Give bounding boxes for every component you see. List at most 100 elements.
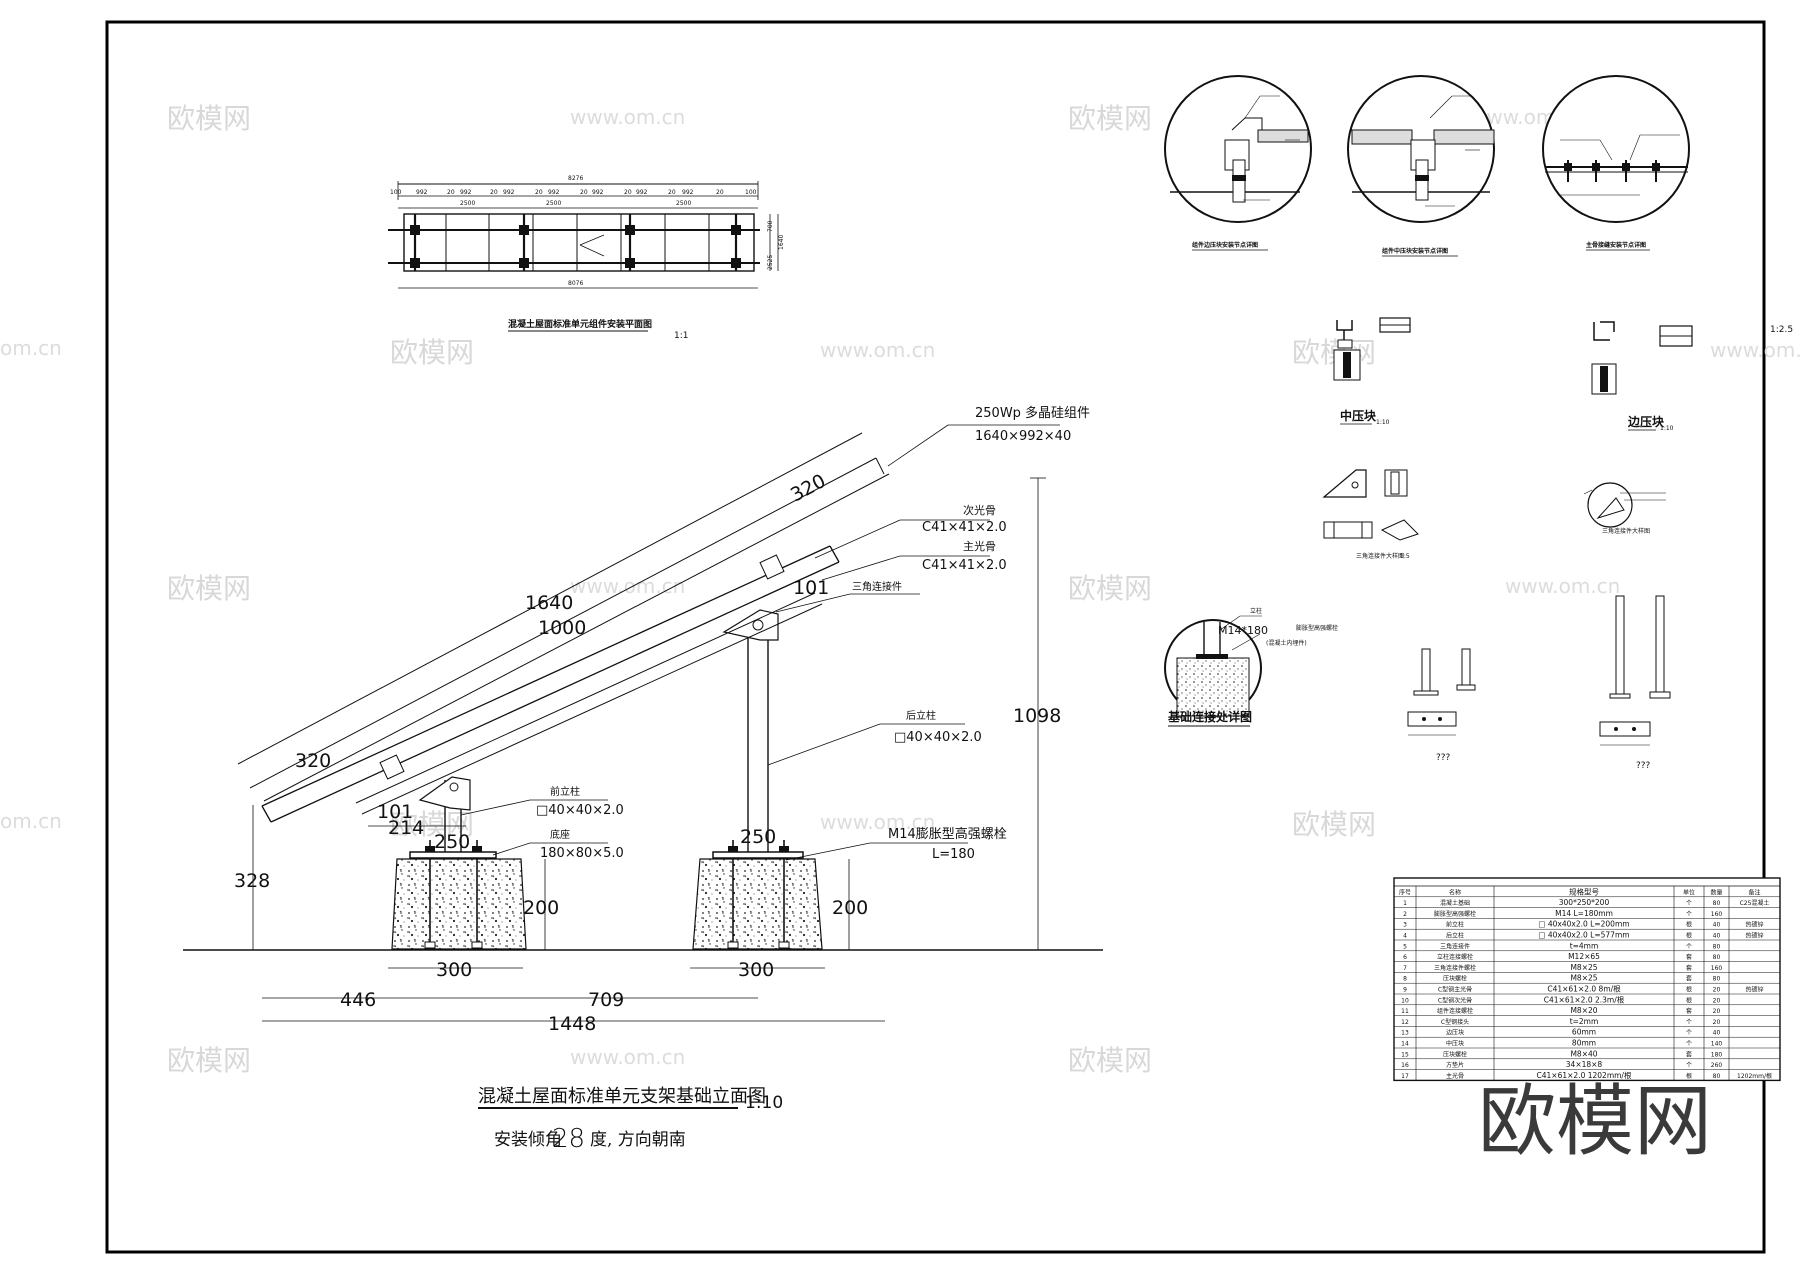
rear-post-caption: ??? xyxy=(1636,761,1651,771)
edge-clamp-scale: 1:10 xyxy=(1660,425,1674,432)
elevation-subtitle-prefix: 安装倾角 xyxy=(494,1130,562,1150)
plan-dim-edge: 100 xyxy=(390,189,402,196)
bom-cell: 140 xyxy=(1711,1041,1723,1048)
bom-cell: M14 L=180mm xyxy=(1555,909,1613,918)
watermark-site: www.om.cn xyxy=(570,105,685,129)
bom-cell: 个 xyxy=(1686,943,1692,950)
bom-cell: 4 xyxy=(1403,933,1407,940)
dim-101-top: 101 xyxy=(793,577,829,599)
bom-cell: 边压块 xyxy=(1446,1029,1464,1037)
plan-dim-span: 2500 xyxy=(676,200,691,207)
elevation-subtitle-suffix: 度, 方向朝南 xyxy=(590,1130,686,1150)
bom-cell: 三角连接件螺栓 xyxy=(1434,964,1476,972)
bom-cell: 根 xyxy=(1686,921,1692,929)
label-anchor-bolt-length: L=180 xyxy=(932,847,975,862)
bom-cell: 3 xyxy=(1403,922,1407,929)
foundation-note: (混凝土内埋件) xyxy=(1266,639,1307,647)
corner-brand-watermark: 欧模网 xyxy=(1478,1077,1712,1167)
label-rear-post-size: □40×40×2.0 xyxy=(894,730,982,745)
watermark-brand: 欧模网 xyxy=(1068,572,1152,605)
plan-dim-panel: 992 xyxy=(592,189,604,196)
bom-cell: 7 xyxy=(1403,965,1407,972)
dim-300-right: 300 xyxy=(738,959,774,981)
dim-1098: 1098 xyxy=(1013,705,1061,727)
mid-clamp-part: 中压块 1:10 xyxy=(1333,317,1411,426)
bom-cell: 中压块 xyxy=(1446,1040,1464,1048)
bom-header-cell: 备注 xyxy=(1748,888,1760,896)
detail-mid-clamp-title: 组件中压块安装节点详图 xyxy=(1382,247,1448,255)
bom-cell: 17 xyxy=(1401,1073,1409,1080)
bom-cell: t=2mm xyxy=(1570,1017,1599,1026)
plan-dim-gap: 20 xyxy=(716,189,724,196)
bom-cell: 6 xyxy=(1403,954,1407,961)
bom-header-cell: 规格型号 xyxy=(1569,886,1599,896)
bom-cell: C型钢主光骨 xyxy=(1438,986,1472,994)
plan-dim-edge: 100 xyxy=(745,189,757,196)
bom-cell: 40 xyxy=(1713,922,1721,929)
bom-cell: 个 xyxy=(1686,900,1692,907)
dim-320-top: 320 xyxy=(787,470,829,506)
watermark-site: www.om.cn xyxy=(1505,574,1620,598)
watermark-brand: 欧模网 xyxy=(167,572,251,605)
foundation-bolt-note: 膨胀型高强螺栓 xyxy=(1296,624,1338,632)
foundation-post-label: 立柱 xyxy=(1250,607,1262,615)
bom-cell: 80 xyxy=(1713,1073,1721,1080)
plan-dim-gap: 20 xyxy=(624,189,632,196)
bom-cell: 热镀锌 xyxy=(1745,932,1763,940)
bom-cell: 个 xyxy=(1686,1030,1692,1037)
watermark-site: www.om.cn xyxy=(570,574,685,598)
watermark-brand: 欧模网 xyxy=(1068,102,1152,135)
foundation-connection-detail: 立柱 M14*180 膨胀型高强螺栓 (混凝土内埋件) 基础连接处详图 xyxy=(1164,607,1338,727)
plan-dim-gap: 20 xyxy=(580,189,588,196)
bom-cell: 根 xyxy=(1686,932,1692,940)
bom-header-cell: 名称 xyxy=(1449,888,1461,896)
elevation-title: 混凝土屋面标准单元支架基础立面图 xyxy=(478,1086,766,1107)
bom-cell: 后立柱 xyxy=(1446,932,1464,940)
bom-cell: 160 xyxy=(1711,911,1723,918)
dim-320-bottom: 320 xyxy=(295,750,331,772)
plan-dim-overall: 8276 xyxy=(568,175,583,182)
detail-beam-joint-title: 主骨接缝安装节点详图 xyxy=(1586,241,1646,249)
triangle-connector-detail: 三角连接件大样图 1:5 三角连接件大样图 xyxy=(1322,469,1666,560)
front-concrete-base xyxy=(391,858,527,950)
bom-cell: 80 xyxy=(1713,976,1721,983)
bom-cell: C型钢次光骨 xyxy=(1438,996,1472,1004)
bom-header-cell: 数量 xyxy=(1710,888,1722,896)
bom-cell: 个 xyxy=(1686,911,1692,918)
plan-view: 8276 100 992 20 992 20 992 20 992 20 992… xyxy=(388,175,785,341)
dim-1448: 1448 xyxy=(548,1013,596,1035)
watermark-brand: 欧模网 xyxy=(390,336,474,369)
bom-cell: 14 xyxy=(1401,1041,1409,1048)
bom-cell: M8×40 xyxy=(1570,1049,1597,1058)
watermark-brand: 欧模网 xyxy=(1292,808,1376,841)
plan-view-scale: 1:1 xyxy=(674,331,688,341)
label-secondary-beam-size: C41×41×2.0 xyxy=(922,520,1007,535)
bom-cell: 9 xyxy=(1403,987,1407,994)
bom-cell: 8 xyxy=(1403,976,1407,983)
bom-cell: 个 xyxy=(1686,1062,1692,1069)
bom-cell: 11 xyxy=(1401,1008,1409,1015)
bom-cell: M12×65 xyxy=(1568,952,1600,961)
plan-dim-panel: 992 xyxy=(503,189,515,196)
bom-cell: 2 xyxy=(1403,911,1407,918)
bom-cell: 热镀锌 xyxy=(1745,921,1763,929)
dim-446: 446 xyxy=(340,989,376,1011)
bom-cell: 20 xyxy=(1713,997,1721,1004)
bom-cell: 180 xyxy=(1711,1051,1723,1058)
plan-dim-panel: 992 xyxy=(636,189,648,196)
bom-cell: M8×25 xyxy=(1570,963,1597,972)
bom-cell: 80 xyxy=(1713,900,1721,907)
bom-cell: 1202mm/根 xyxy=(1737,1072,1772,1080)
bom-cell: 80mm xyxy=(1572,1039,1596,1048)
edge-clamp-part: 边压块 1:10 xyxy=(1591,321,1693,432)
plan-dim-side: 1640 xyxy=(778,235,785,250)
plan-dim-gap: 20 xyxy=(490,189,498,196)
bom-cell: 5 xyxy=(1403,943,1407,950)
mid-clamp-scale: 1:10 xyxy=(1376,419,1390,426)
watermark-brand: 欧模网 xyxy=(167,102,251,135)
plan-view-title: 混凝土屋面标准单元组件安装平面图 xyxy=(508,318,652,330)
plan-dim-panel: 992 xyxy=(548,189,560,196)
bom-cell: 12 xyxy=(1401,1019,1409,1026)
edge-clamp-title: 边压块 xyxy=(1627,414,1665,429)
watermark-edge-left: om.cn xyxy=(0,809,62,833)
